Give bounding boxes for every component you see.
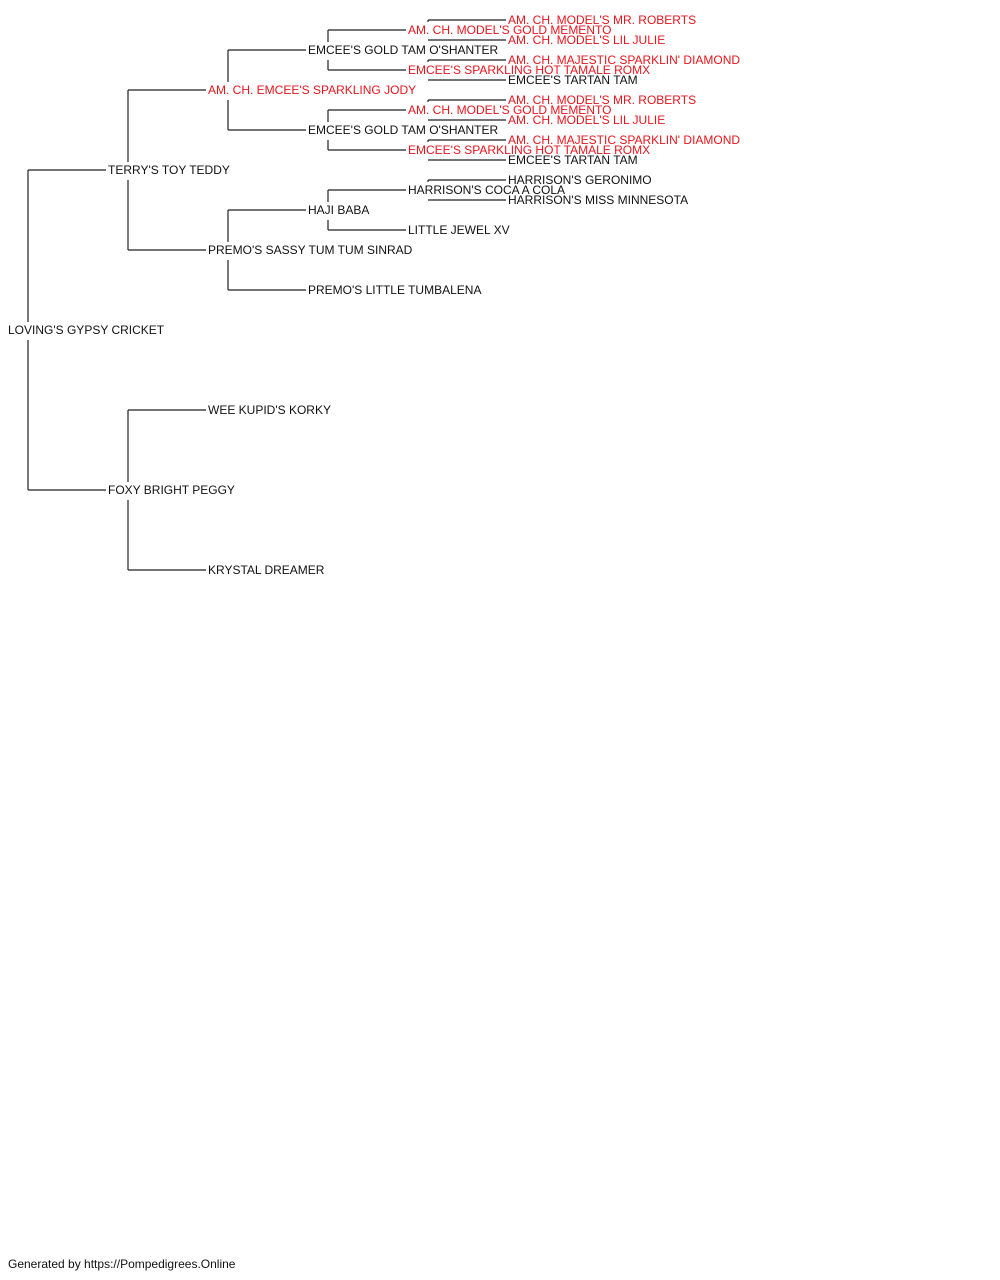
dog-name-gen5: AM. CH. MAJESTIC SPARKLIN' DIAMOND (508, 133, 740, 147)
dog-name-gen2: AM. CH. EMCEE'S SPARKLING JODY (208, 83, 416, 97)
dog-name-gen4: EMCEE'S SPARKLING HOT TAMALE ROMX (408, 143, 650, 157)
dog-name-gen4: HARRISON'S COCA A COLA (408, 183, 565, 197)
dog-name-gen2: PREMO'S SASSY TUM TUM SINRAD (208, 243, 413, 257)
dog-name-gen3: EMCEE'S GOLD TAM O'SHANTER (308, 43, 499, 57)
dog-name-gen5: EMCEE'S TARTAN TAM (508, 73, 638, 87)
dog-name-gen5: AM. CH. MODEL'S LIL JULIE (508, 113, 665, 127)
dog-name-gen3: EMCEE'S GOLD TAM O'SHANTER (308, 123, 499, 137)
dog-name-gen4: AM. CH. MODEL'S GOLD MEMENTO (408, 103, 611, 117)
dog-name-gen2: WEE KUPID'S KORKY (208, 403, 331, 417)
dog-name-gen5: AM. CH. MODEL'S MR. ROBERTS (508, 13, 696, 27)
dog-name-gen5: HARRISON'S GERONIMO (508, 173, 652, 187)
footer-credit: Generated by https://Pompedigrees.Online (8, 1257, 236, 1271)
connector-lines (27, 19, 506, 571)
dog-name-gen5: AM. CH. MODEL'S MR. ROBERTS (508, 93, 696, 107)
dog-name-gen1: TERRY'S TOY TEDDY (108, 163, 230, 177)
dog-name-gen5: EMCEE'S TARTAN TAM (508, 153, 638, 167)
dog-name-gen2: KRYSTAL DREAMER (208, 563, 325, 577)
dog-names: LOVING'S GYPSY CRICKET TERRY'S TOY TEDDY A… (8, 13, 740, 577)
dog-name-gen4: EMCEE'S SPARKLING HOT TAMALE ROMX (408, 63, 650, 77)
dog-name-gen5: AM. CH. MODEL'S LIL JULIE (508, 33, 665, 47)
dog-name-gen4: LITTLE JEWEL XV (408, 223, 510, 237)
dog-name-gen1: FOXY BRIGHT PEGGY (108, 483, 235, 497)
dog-name-gen3: PREMO'S LITTLE TUMBALENA (308, 283, 481, 297)
pedigree-tree: LOVING'S GYPSY CRICKET TERRY'S TOY TEDDY A… (8, 13, 740, 577)
dog-name-gen4: AM. CH. MODEL'S GOLD MEMENTO (408, 23, 611, 37)
dog-name-gen3: HAJI BABA (308, 203, 369, 217)
dog-name-gen0: LOVING'S GYPSY CRICKET (8, 323, 165, 337)
dog-name-gen5: HARRISON'S MISS MINNESOTA (508, 193, 688, 207)
dog-name-gen5: AM. CH. MAJESTIC SPARKLIN' DIAMOND (508, 53, 740, 67)
